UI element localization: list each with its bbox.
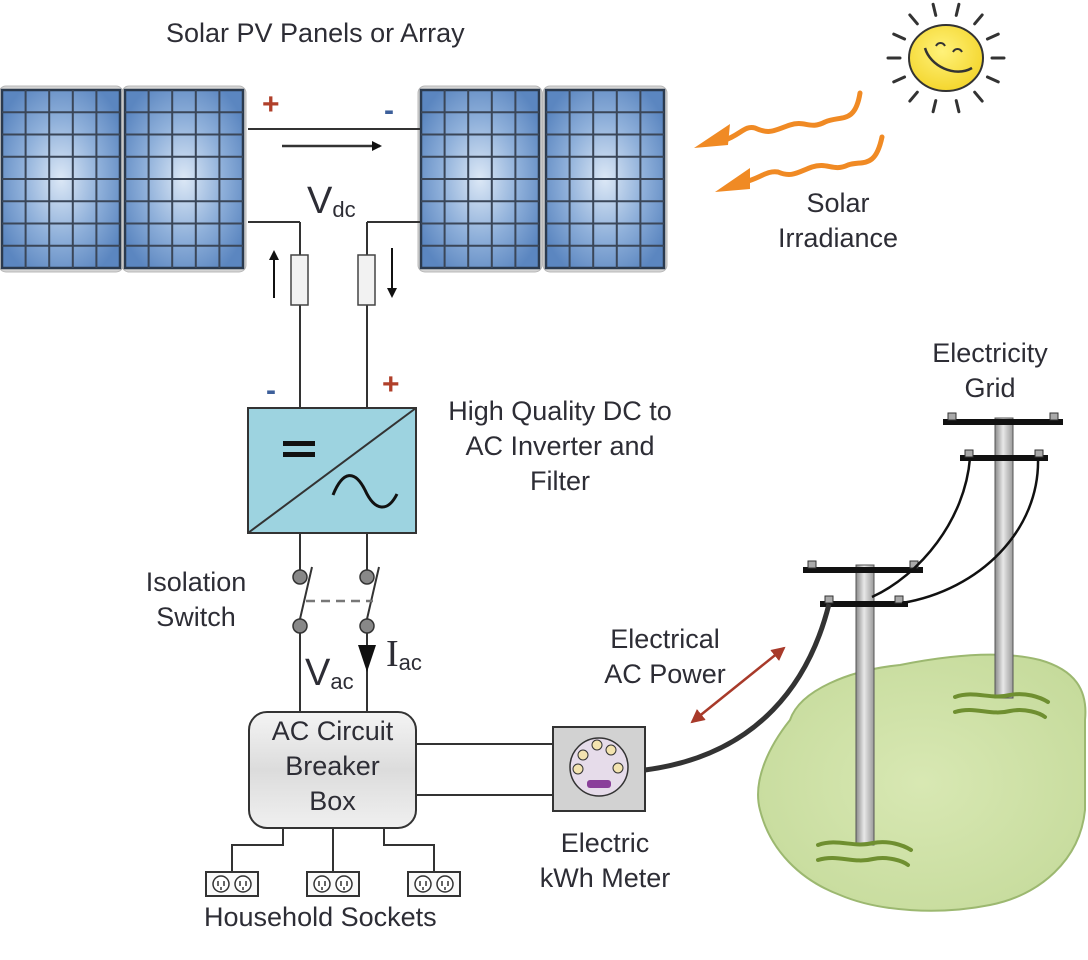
isolation-switch-label: Isolation Switch bbox=[128, 565, 264, 635]
symbol-sub: ac bbox=[398, 650, 422, 675]
irradiance-arrowhead-2 bbox=[715, 168, 750, 192]
socket-icon bbox=[407, 871, 461, 897]
symbol-main: V bbox=[305, 652, 331, 694]
label-line: kWh Meter bbox=[539, 863, 671, 893]
isolation-switch bbox=[292, 566, 380, 634]
ground-area bbox=[757, 653, 1087, 912]
label-line: Switch bbox=[156, 602, 236, 632]
ac-power-label: Electrical AC Power bbox=[590, 622, 740, 692]
inverter-minus-sign: - bbox=[266, 374, 276, 407]
dc-wiring bbox=[248, 128, 420, 408]
sun-ray bbox=[908, 13, 919, 26]
label-line: Isolation bbox=[145, 567, 247, 597]
kwh-meter bbox=[552, 726, 646, 812]
panel-plus-sign: + bbox=[262, 88, 280, 121]
household-sockets bbox=[205, 871, 461, 897]
dc-symbol-icon bbox=[283, 441, 315, 446]
label-line: Filter bbox=[530, 466, 590, 496]
breaker-box-label: AC Circuit Breaker Box bbox=[249, 714, 416, 819]
sun-ray bbox=[954, 2, 961, 17]
irradiance-arrows bbox=[722, 90, 885, 185]
label-line: AC Inverter and bbox=[465, 431, 655, 461]
label-line: Breaker bbox=[285, 751, 380, 781]
solar-irradiance-label: Solar Irradiance bbox=[768, 186, 908, 256]
label-line: Electric bbox=[560, 828, 650, 858]
meter-label: Electric kWh Meter bbox=[520, 826, 690, 896]
ac-current-arrow bbox=[358, 645, 376, 672]
socket-wiring bbox=[231, 828, 435, 872]
electricity-grid bbox=[644, 412, 1063, 867]
label-line: Electrical bbox=[610, 624, 720, 654]
solar-panel bbox=[542, 85, 668, 273]
array-title: Solar PV Panels or Array bbox=[166, 18, 465, 48]
sun-ray bbox=[908, 90, 919, 103]
sun-icon bbox=[886, 2, 1006, 114]
solar-panel bbox=[121, 85, 247, 273]
household-sockets-label: Household Sockets bbox=[204, 902, 437, 932]
sun-ray bbox=[954, 99, 961, 114]
inverter-plus-sign: + bbox=[382, 368, 400, 401]
solar-panel-array bbox=[0, 85, 668, 273]
vac-symbol: Vac bbox=[305, 652, 354, 695]
label-line: Solar bbox=[806, 188, 870, 218]
sun-ray bbox=[973, 13, 984, 26]
iac-symbol: Iac bbox=[386, 632, 422, 676]
ac-sine-icon bbox=[331, 474, 399, 509]
irradiance-arrowhead-1 bbox=[694, 124, 730, 148]
solar-panel bbox=[0, 85, 124, 273]
inverter bbox=[247, 407, 417, 534]
label-line: Grid bbox=[964, 373, 1016, 403]
sun-ray bbox=[892, 75, 907, 84]
fuse-negative bbox=[290, 254, 309, 306]
label-line: AC Power bbox=[604, 659, 726, 689]
sun-ray bbox=[931, 99, 938, 114]
label-line: Irradiance bbox=[777, 223, 899, 253]
vdc-symbol: Vdc bbox=[307, 180, 356, 223]
fuse-positive bbox=[357, 254, 376, 306]
symbol-main: V bbox=[307, 180, 333, 222]
sun-ray bbox=[985, 32, 1000, 41]
panel-minus-sign: - bbox=[384, 94, 394, 127]
sun-ray bbox=[985, 75, 1000, 84]
label-line: Box bbox=[309, 786, 356, 816]
symbol-sub: dc bbox=[332, 197, 356, 222]
ac-power-flow-arrow bbox=[690, 646, 786, 724]
sun-ray bbox=[931, 2, 938, 17]
breaker-to-meter-wires bbox=[416, 743, 553, 796]
symbol-sub: ac bbox=[330, 669, 354, 694]
sun-ray bbox=[973, 90, 984, 103]
socket-icon bbox=[205, 871, 259, 897]
sun-ray bbox=[892, 32, 907, 41]
label-line: Electricity bbox=[932, 338, 1048, 368]
socket-icon bbox=[306, 871, 360, 897]
symbol-main: I bbox=[386, 633, 399, 675]
label-line: High Quality DC to bbox=[448, 396, 672, 426]
inverter-label: High Quality DC to AC Inverter and Filte… bbox=[432, 394, 688, 499]
label-line: AC Circuit bbox=[271, 716, 394, 746]
solar-panel bbox=[417, 85, 543, 273]
grid-label: Electricity Grid bbox=[920, 336, 1060, 406]
